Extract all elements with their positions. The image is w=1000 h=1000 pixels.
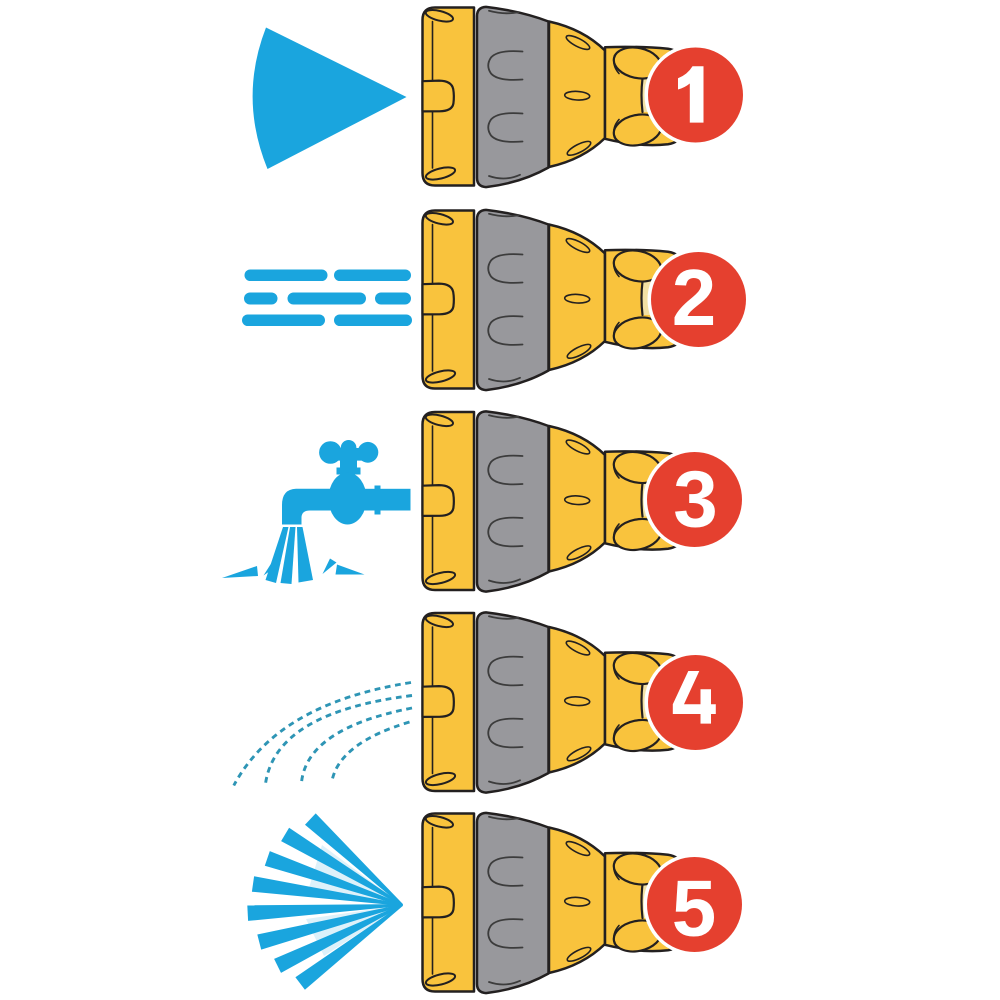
svg-text:5: 5 bbox=[672, 864, 717, 953]
svg-text:2: 2 bbox=[672, 253, 717, 342]
svg-text:3: 3 bbox=[673, 454, 718, 543]
